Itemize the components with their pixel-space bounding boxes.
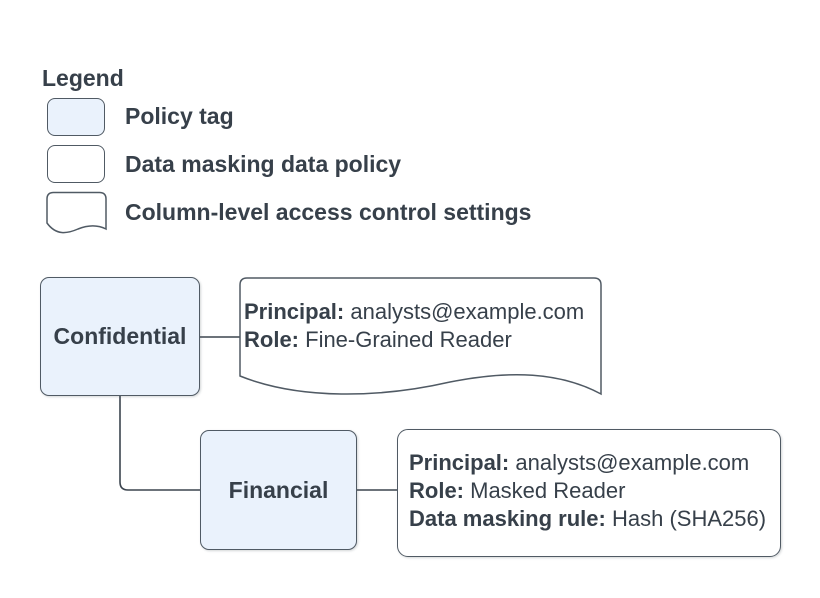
- policy-tag-node-confidential: Confidential: [40, 277, 200, 396]
- field-value: Fine-Grained Reader: [305, 327, 512, 352]
- policy-tag-label: Confidential: [53, 323, 187, 349]
- policy-tag-node-financial: Financial: [200, 430, 357, 550]
- field-label: Principal:: [244, 299, 345, 324]
- access-control-doc-shape: [239, 277, 602, 396]
- field-row: Role: Masked Reader: [409, 477, 766, 505]
- legend-title: Legend: [42, 65, 124, 91]
- masking-policy-text: Principal: analysts@example.com Role: Ma…: [409, 449, 766, 533]
- legend-label-policy-tag: Policy tag: [125, 103, 234, 129]
- field-label: Role:: [409, 478, 464, 503]
- field-value: Hash (SHA256): [611, 506, 767, 531]
- access-control-settings-text: Principal: analysts@example.com Role: Fi…: [244, 298, 584, 354]
- legend-label-data-masking-policy: Data masking data policy: [125, 151, 402, 177]
- field-value: Masked Reader: [470, 478, 626, 503]
- connector-confidential-financial: [119, 396, 200, 491]
- policy-tag-label: Financial: [228, 476, 329, 503]
- legend-doc-swatch: [46, 191, 107, 234]
- field-row: Principal: analysts@example.com: [244, 298, 584, 326]
- field-value: analysts@example.com: [515, 450, 750, 475]
- field-label: Data masking rule:: [409, 506, 606, 531]
- field-row: Role: Fine-Grained Reader: [244, 326, 584, 354]
- field-value: analysts@example.com: [350, 299, 585, 324]
- legend-label-column-access-settings: Column-level access control settings: [125, 199, 532, 225]
- legend-data-policy-swatch: [47, 145, 105, 183]
- legend-policy-tag-swatch: [47, 98, 105, 136]
- field-label: Role:: [244, 327, 299, 352]
- masking-policy-card: [397, 429, 781, 557]
- field-row: Principal: analysts@example.com: [409, 449, 766, 477]
- field-label: Principal:: [409, 450, 510, 475]
- field-row: Data masking rule: Hash (SHA256): [409, 505, 766, 533]
